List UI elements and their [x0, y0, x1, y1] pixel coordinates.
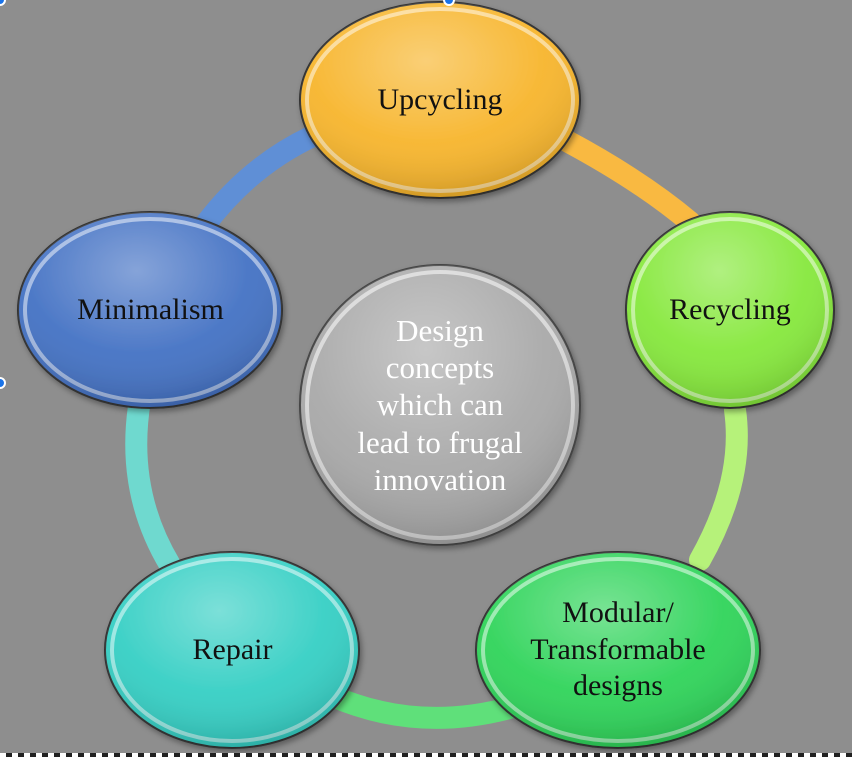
- selection-handle-left[interactable]: [0, 377, 6, 389]
- arc-upcycling-recycling: [554, 129, 701, 233]
- node-label-recycling: Recycling: [669, 292, 791, 326]
- selection-handle-topleft[interactable]: [0, 0, 6, 6]
- node-minimalism: [17, 211, 283, 409]
- center-label: Design concepts which can lead to frugal…: [357, 313, 523, 497]
- node-label-modular: Modular/ Transformable designs: [530, 596, 706, 703]
- node-repair: [104, 551, 360, 749]
- ring-connectors: [125, 124, 748, 729]
- node-label-upcycling: Upcycling: [377, 82, 503, 116]
- node-upcycling: [299, 1, 581, 199]
- arc-repair-minimalism: [125, 389, 181, 576]
- selection-handle-top[interactable]: [443, 0, 455, 6]
- arc-modular-repair: [319, 684, 531, 729]
- node-recycling: [625, 211, 835, 409]
- outer-nodes: [17, 1, 835, 749]
- selection-border-bottom: [0, 753, 852, 757]
- node-modular: [475, 551, 761, 749]
- arc-minimalism-upcycling: [194, 124, 326, 236]
- node-label-minimalism: Minimalism: [77, 292, 224, 326]
- center-node: [299, 264, 581, 546]
- node-label-repair: Repair: [192, 632, 273, 666]
- arc-recycling-modular: [689, 399, 748, 571]
